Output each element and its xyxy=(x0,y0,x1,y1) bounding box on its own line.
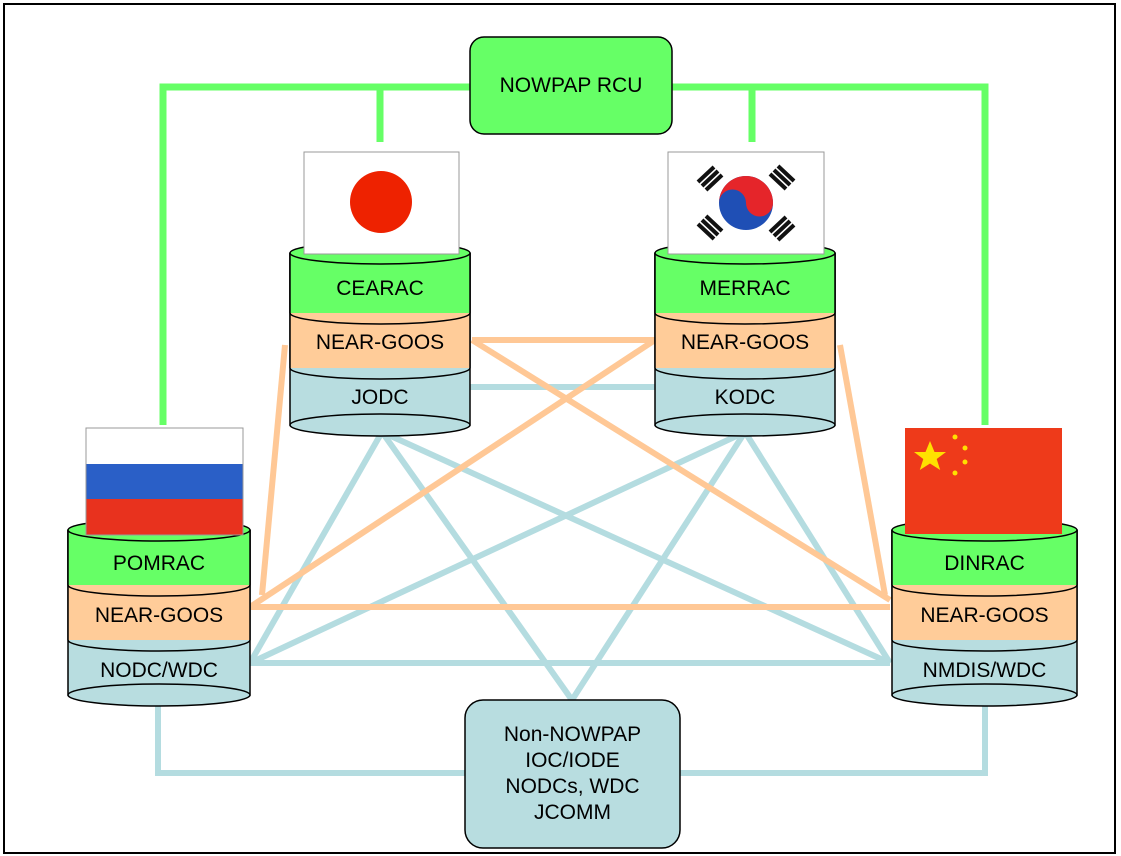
rcu-link-china xyxy=(672,83,989,425)
dc-link-kodc-nodc xyxy=(248,429,747,666)
china-flag-icon xyxy=(905,428,1062,534)
japan-stack xyxy=(289,241,471,437)
external-box xyxy=(464,699,681,849)
russia-stack xyxy=(67,518,251,707)
dc-link-jodc-nodc xyxy=(247,430,385,665)
dc-link-jodc-external xyxy=(379,430,575,702)
goos-link-japan-russia xyxy=(259,344,288,596)
china-stack xyxy=(891,518,1078,707)
goos-link-japan-china xyxy=(470,337,892,603)
goos-links xyxy=(248,337,892,610)
dc-link-kodc-nmdis xyxy=(742,430,893,665)
russia-flag-icon xyxy=(85,427,244,536)
rcu-links xyxy=(159,83,989,425)
goos-link-korea-china xyxy=(837,344,888,596)
dc-link-kodc-external xyxy=(569,430,748,702)
rcu-link-russia xyxy=(159,83,470,425)
dc-link-nmdis-external xyxy=(680,700,988,776)
dc-link-nodc-external xyxy=(155,700,465,776)
korea-flag-icon xyxy=(667,151,825,255)
rcu-box xyxy=(469,36,673,135)
dc-links xyxy=(155,384,988,776)
japan-flag-icon xyxy=(303,151,460,255)
korea-stack xyxy=(654,241,836,437)
dc-link-jodc-nmdis xyxy=(380,429,892,666)
goos-link-korea-russia xyxy=(248,337,657,610)
